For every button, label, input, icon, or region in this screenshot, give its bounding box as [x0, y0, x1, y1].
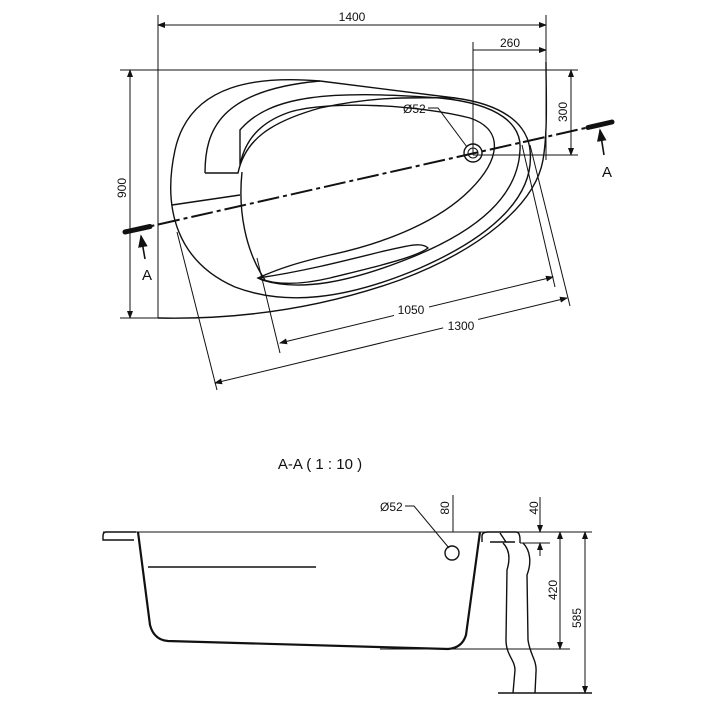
drain-label-top: Ø52	[403, 102, 426, 116]
dim-40-label: 40	[527, 501, 541, 515]
tub-inner-basin	[239, 93, 521, 286]
dim-1050-label: 1050	[398, 303, 425, 317]
dim-260-label: 260	[500, 36, 520, 50]
dim-80-label: 80	[438, 501, 452, 515]
section-marker-left: A	[142, 267, 152, 284]
section-title: A-A ( 1 : 10 )	[278, 456, 362, 473]
section-line-a-a	[124, 121, 613, 233]
armrest-curve	[257, 244, 430, 284]
section-line-end-left	[122, 224, 153, 235]
dim-300-label: 300	[556, 102, 570, 122]
tub-outer-edge	[157, 61, 548, 319]
top-view: 1400 260 300 900 A A Ø52 1050	[115, 10, 615, 391]
dim-900-label: 900	[115, 178, 129, 198]
tub-section-body	[136, 531, 482, 651]
dim-1300-extensions	[176, 144, 571, 391]
drain-label-section: Ø52	[380, 500, 403, 514]
dim-1300-label: 1300	[448, 319, 475, 333]
support-leg	[498, 542, 592, 694]
right-rim	[481, 531, 521, 543]
extension-lines	[120, 15, 578, 319]
inner-wall-left	[171, 171, 266, 281]
drain-outer-icon	[463, 143, 483, 163]
dim-1050-extensions	[256, 144, 556, 354]
drain-leader	[428, 107, 468, 148]
tub-rim-outline	[170, 79, 532, 299]
section-line-end-right	[585, 119, 615, 130]
section-arrow-left	[138, 234, 148, 260]
section-arrow-right	[597, 128, 607, 156]
left-rim-lip	[102, 531, 136, 541]
dim-1400-label: 1400	[339, 10, 366, 24]
section-view: A-A ( 1 : 10 ) Ø52 80 40 420 585	[102, 456, 592, 694]
section-marker-right: A	[602, 164, 612, 181]
section-drain-leader	[405, 505, 450, 549]
dim-line-1300	[214, 296, 568, 385]
dim-585-label: 585	[570, 608, 584, 628]
drain-inner-icon	[467, 147, 479, 159]
section-drain-icon	[444, 545, 460, 561]
backrest-curve	[204, 80, 456, 174]
dim-420-label: 420	[546, 580, 560, 600]
